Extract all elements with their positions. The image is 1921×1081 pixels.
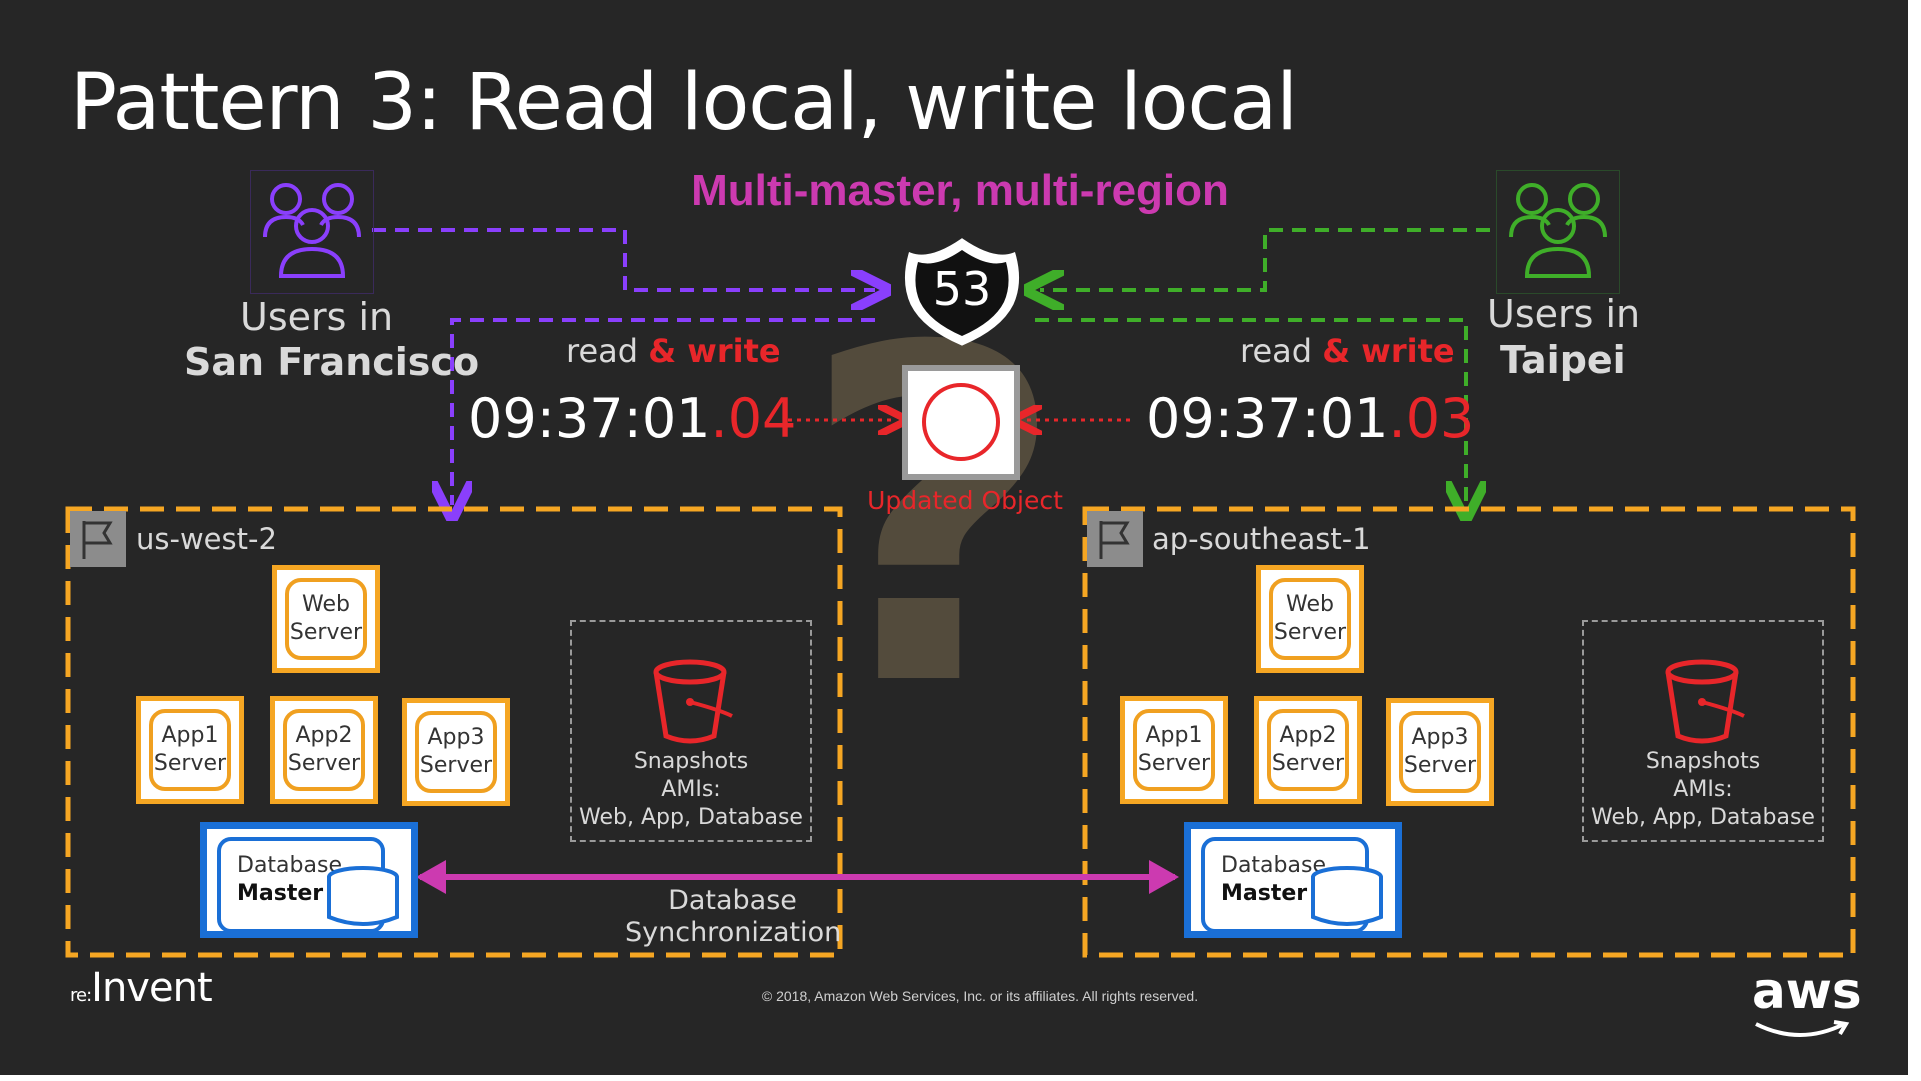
purple-arrow-users-to-route53 bbox=[372, 228, 875, 290]
right-timestamp: 09:37:01.03 bbox=[1146, 387, 1474, 450]
left-snap-l1: Snapshots bbox=[633, 749, 749, 774]
left-app3-l2: Server bbox=[419, 753, 493, 778]
copyright: © 2018, Amazon Web Services, Inc. or its… bbox=[761, 988, 1199, 1004]
left-snapshots-box: Snapshots AMIs: Web, App, Database bbox=[570, 620, 812, 842]
users-taipei-line2: Taipei bbox=[1500, 338, 1626, 382]
right-database-master: Database Master bbox=[1184, 822, 1402, 938]
right-app3-l2: Server bbox=[1403, 753, 1477, 778]
right-app1-l1: App1 bbox=[1145, 723, 1203, 748]
sync-arrowhead-right bbox=[1149, 860, 1179, 894]
left-snap-l3: Web, App, Database bbox=[579, 805, 803, 830]
route53-shield-icon: 53 bbox=[900, 232, 1024, 350]
database-cylinder-icon bbox=[327, 866, 399, 926]
users-taipei-icon bbox=[1496, 170, 1620, 294]
updated-object-icon bbox=[902, 365, 1020, 480]
left-write-label: & write bbox=[648, 332, 781, 370]
sync-label: Database Synchronization bbox=[625, 885, 842, 949]
green-arrow-route53-to-region bbox=[1035, 318, 1466, 505]
left-app1-l1: App1 bbox=[161, 723, 219, 748]
right-write-label: & write bbox=[1322, 332, 1455, 370]
users-sf-line1: Users in bbox=[240, 295, 394, 339]
sync-arrowhead-left bbox=[416, 860, 446, 894]
left-app3-l1: App3 bbox=[427, 725, 485, 750]
right-web-server-l1: Web bbox=[1286, 592, 1334, 617]
left-db-label-2: Master bbox=[237, 881, 324, 906]
updated-object-label: Updated Object bbox=[867, 486, 1063, 515]
right-db-label-1: Database bbox=[1221, 853, 1326, 878]
database-cylinder-icon bbox=[1311, 866, 1383, 926]
region-border-us-west-2 bbox=[65, 506, 843, 958]
route53-label: 53 bbox=[932, 262, 992, 316]
right-timestamp-ms: .03 bbox=[1388, 387, 1475, 450]
left-timestamp-main: 09:37:01 bbox=[468, 387, 711, 450]
right-snap-l3: Web, App, Database bbox=[1591, 805, 1815, 830]
right-app2-l2: Server bbox=[1271, 751, 1345, 776]
right-app3-l1: App3 bbox=[1411, 725, 1469, 750]
green-arrow-users-to-route53 bbox=[1040, 228, 1490, 290]
right-read-label: read bbox=[1240, 332, 1313, 370]
region-name-ap-southeast-1: ap-southeast-1 bbox=[1152, 522, 1371, 556]
left-web-server-l2: Server bbox=[289, 620, 363, 645]
reinvent-logo-small: re: bbox=[70, 985, 92, 1006]
aws-logo: aws bbox=[1752, 962, 1862, 1037]
flag-icon bbox=[70, 511, 126, 567]
left-timestamp-ms: .04 bbox=[710, 387, 797, 450]
left-app2-l1: App2 bbox=[295, 723, 353, 748]
reinvent-logo-text: Invent bbox=[91, 965, 212, 1011]
aws-smile-icon bbox=[1755, 1020, 1850, 1037]
region-name-us-west-2: us-west-2 bbox=[136, 522, 277, 556]
purple-arrow-route53-to-region bbox=[452, 318, 875, 505]
s3-bucket-icon bbox=[653, 659, 733, 744]
flag-icon bbox=[1087, 511, 1143, 567]
right-web-server-l2: Server bbox=[1273, 620, 1347, 645]
left-database-master: Database Master bbox=[200, 822, 418, 938]
right-app2-l1: App2 bbox=[1279, 723, 1337, 748]
sync-label-line2: Synchronization bbox=[625, 917, 842, 948]
right-read-write: read & write bbox=[1240, 332, 1455, 370]
left-web-server-l1: Web bbox=[302, 592, 350, 617]
users-sf-line2: San Francisco bbox=[184, 340, 480, 384]
right-snapshots-box: Snapshots AMIs: Web, App, Database bbox=[1582, 620, 1824, 842]
left-read-write: read & write bbox=[566, 332, 781, 370]
region-border-ap-southeast-1 bbox=[1082, 506, 1856, 958]
left-snap-l2: AMIs: bbox=[661, 777, 721, 802]
left-read-label: read bbox=[566, 332, 639, 370]
right-app1-l2: Server bbox=[1137, 751, 1211, 776]
left-app2-l2: Server bbox=[287, 751, 361, 776]
left-db-label-1: Database bbox=[237, 853, 342, 878]
left-app1-l2: Server bbox=[153, 751, 227, 776]
page-title: Pattern 3: Read local, write local bbox=[70, 58, 1298, 148]
right-timestamp-main: 09:37:01 bbox=[1146, 387, 1389, 450]
sync-label-line1: Database bbox=[668, 885, 797, 916]
right-snap-l1: Snapshots bbox=[1645, 749, 1761, 774]
users-taipei-line1: Users in bbox=[1487, 292, 1641, 336]
s3-bucket-icon bbox=[1665, 659, 1745, 744]
right-db-label-2: Master bbox=[1221, 881, 1308, 906]
users-sf-icon bbox=[250, 170, 374, 294]
subtitle: Multi-master, multi-region bbox=[691, 166, 1229, 215]
left-timestamp: 09:37:01.04 bbox=[468, 387, 796, 450]
reinvent-logo: re:Invent bbox=[70, 965, 213, 1011]
aws-logo-text: aws bbox=[1752, 962, 1862, 1020]
right-snap-l2: AMIs: bbox=[1673, 777, 1733, 802]
